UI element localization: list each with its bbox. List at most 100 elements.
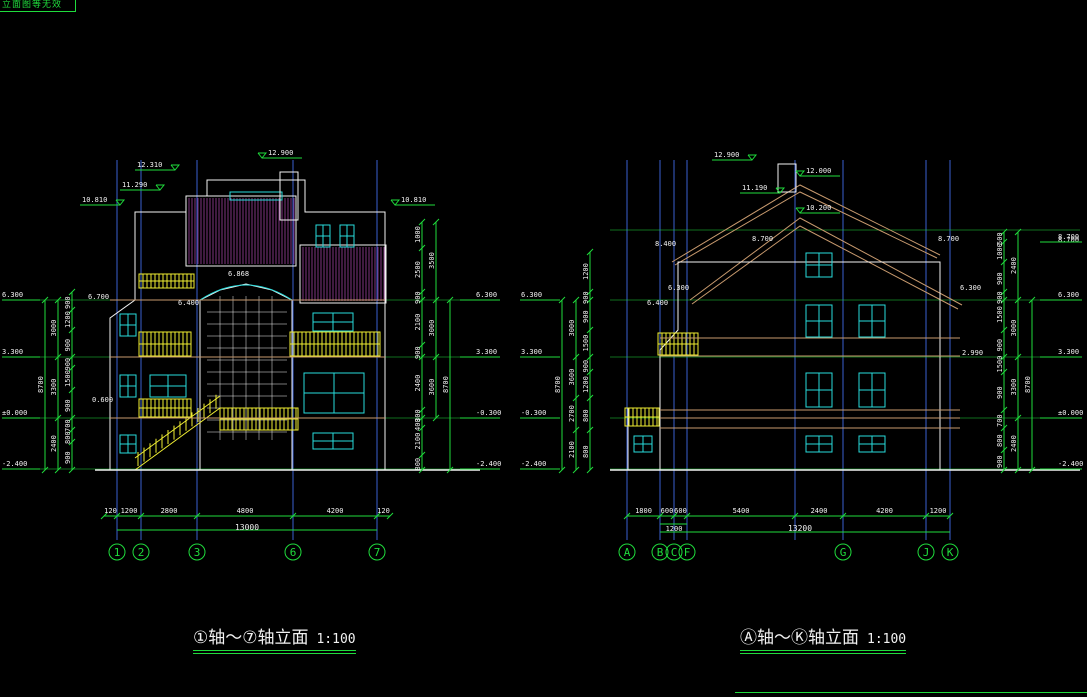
left-dim-inner-tick bbox=[68, 326, 76, 334]
right-rdim-inner-text-8: 700 bbox=[996, 414, 1004, 427]
right-el-top-3: 10.200 bbox=[806, 204, 831, 212]
right-bottom-tick bbox=[670, 512, 678, 520]
left-el-top-3: 10.810 bbox=[82, 196, 107, 204]
right-axis-3: F bbox=[684, 546, 691, 559]
left-el-top-4-triangle bbox=[390, 199, 401, 206]
right-level-right-3: ±0.000 bbox=[1058, 409, 1083, 417]
left-bottom-dim-2: 2800 bbox=[161, 507, 178, 515]
left-rdim-mid-text-1: 3000 bbox=[428, 320, 436, 337]
left-rdim-mid-tick bbox=[432, 353, 440, 361]
right-bottom-total: 13200 bbox=[788, 524, 812, 533]
left-bottom-dim-4: 4200 bbox=[327, 507, 344, 515]
left-dim-inner-text-1: 1200 bbox=[64, 311, 72, 328]
right-dim-inner-text-3: 1500 bbox=[582, 335, 590, 352]
right-rdim-total-tick bbox=[1028, 296, 1036, 304]
right-dim-inner-tick bbox=[586, 466, 594, 474]
left-dim-inner-tick bbox=[68, 438, 76, 446]
left-mark-1: 0.600 bbox=[92, 396, 113, 404]
right-bottom-dim-3: 5400 bbox=[733, 507, 750, 515]
left-dim-inner-text-0: 900 bbox=[64, 296, 72, 309]
right-rdim-inner-tick bbox=[1000, 326, 1008, 334]
right-rdim-inner-text-5: 900 bbox=[996, 339, 1004, 352]
left-rdim-total-text-0: 8700 bbox=[442, 376, 450, 393]
right-dim-inner-tick bbox=[586, 394, 594, 402]
left-dim-mid-tick bbox=[54, 296, 62, 304]
right-axis-0: A bbox=[624, 546, 631, 559]
right-dim-inner-tick bbox=[586, 368, 594, 376]
left-dim-inner-text-6: 700 bbox=[64, 419, 72, 432]
right-bottom-tick bbox=[791, 512, 799, 520]
right-level-left-0: 6.300 bbox=[521, 291, 542, 299]
right-level-left-3: -2.400 bbox=[521, 460, 546, 468]
right-el-top-4: 8.400 bbox=[655, 240, 676, 248]
left-rdim-inner-tick bbox=[418, 288, 426, 296]
right-rdim-inner-tick bbox=[1000, 424, 1008, 432]
left-dim-mid-text-2: 2400 bbox=[50, 435, 58, 452]
left-dim-mid-text-1: 3300 bbox=[50, 379, 58, 396]
right-rdim-mid-text-0: 2400 bbox=[1010, 257, 1018, 274]
right-rdim-total-text-0: 8700 bbox=[1024, 376, 1032, 393]
right-el-top-0: 12.900 bbox=[714, 151, 739, 159]
right-dim-inner-text-2: 900 bbox=[582, 310, 590, 323]
left-dim-inner-tick bbox=[68, 386, 76, 394]
left-rdim-inner-text-8: 2100 bbox=[414, 433, 422, 450]
right-bottom-tick bbox=[922, 512, 930, 520]
right-rdim-inner-tick bbox=[1000, 446, 1008, 454]
right-roof-main bbox=[671, 184, 941, 263]
left-axis-3-circle bbox=[284, 543, 302, 561]
right-rdim-total-tick bbox=[1028, 466, 1036, 474]
left-el-top-1: 12.310 bbox=[137, 161, 162, 169]
right-bottom-tick bbox=[656, 512, 664, 520]
right-axis-2-circle bbox=[665, 543, 683, 561]
left-axis-0-circle bbox=[108, 543, 126, 561]
right-rdim-mid-tick bbox=[1014, 296, 1022, 304]
left-rdim-mid-tick bbox=[432, 296, 440, 304]
right-rdim-inner-text-0: 500 bbox=[996, 232, 1004, 245]
left-rdim-inner-text-7: 400 bbox=[414, 418, 422, 431]
left-top-window bbox=[229, 191, 283, 201]
right-dim-inner-tick bbox=[586, 288, 594, 296]
left-el-top-3-triangle bbox=[115, 199, 126, 206]
right-dim-inner-tick bbox=[586, 353, 594, 361]
right-el-mid-1: 6.300 bbox=[668, 284, 689, 292]
left-axis-2: 3 bbox=[194, 546, 201, 559]
right-el-top-1: 12.000 bbox=[806, 167, 831, 175]
left-el-top-0: 12.900 bbox=[268, 149, 293, 157]
left-rdim-inner-text-4: 900 bbox=[414, 346, 422, 359]
right-axis-1-circle bbox=[651, 543, 669, 561]
left-el-mid-1: 6.400 bbox=[178, 299, 199, 307]
right-axis-3-circle bbox=[678, 543, 696, 561]
left-level-right-0: 6.300 bbox=[476, 291, 497, 299]
left-dim-inner-tick bbox=[68, 306, 76, 314]
right-chimney bbox=[777, 163, 797, 193]
right-rdim-inner-text-6: 1500 bbox=[996, 356, 1004, 373]
right-rdim-mid-text-3: 2400 bbox=[1010, 435, 1018, 452]
right-bottom-dim-2: 600 bbox=[674, 507, 687, 515]
right-rdim-inner-text-10: 900 bbox=[996, 455, 1004, 468]
left-rdim-inner-tick bbox=[418, 244, 426, 252]
right-rdim-mid-tick bbox=[1014, 414, 1022, 422]
right-rdim-inner-tick bbox=[1000, 353, 1008, 361]
right-axis-1: B bbox=[657, 546, 664, 559]
right-rdim-inner-tick bbox=[1000, 228, 1008, 236]
right-rdim-inner-text-4: 1500 bbox=[996, 306, 1004, 323]
right-bottom-dim-0: 1800 bbox=[635, 507, 652, 515]
right-bottom-dim-6: 1200 bbox=[930, 507, 947, 515]
right-el-mid-3: 2.990 bbox=[962, 349, 983, 357]
left-dim-inner-tick bbox=[68, 414, 76, 422]
left-bottom-dim-0: 120 bbox=[104, 507, 117, 515]
right-dim-mid-text-1: 3600 bbox=[568, 369, 576, 386]
right-level-left-1: 3.300 bbox=[521, 348, 542, 356]
left-axis-0: 1 bbox=[114, 546, 121, 559]
right-rdim-mid-tick bbox=[1014, 228, 1022, 236]
right-rdim-inner-text-7: 900 bbox=[996, 386, 1004, 399]
left-bottom-tick bbox=[386, 512, 394, 520]
right-title-text: Ⓐ轴～Ⓚ轴立面 bbox=[740, 628, 859, 648]
left-level-left-0: 6.300 bbox=[2, 291, 23, 299]
right-axis-2: C bbox=[671, 546, 678, 559]
left-bottom-tick bbox=[100, 512, 108, 520]
right-axis-4: G bbox=[840, 546, 847, 559]
